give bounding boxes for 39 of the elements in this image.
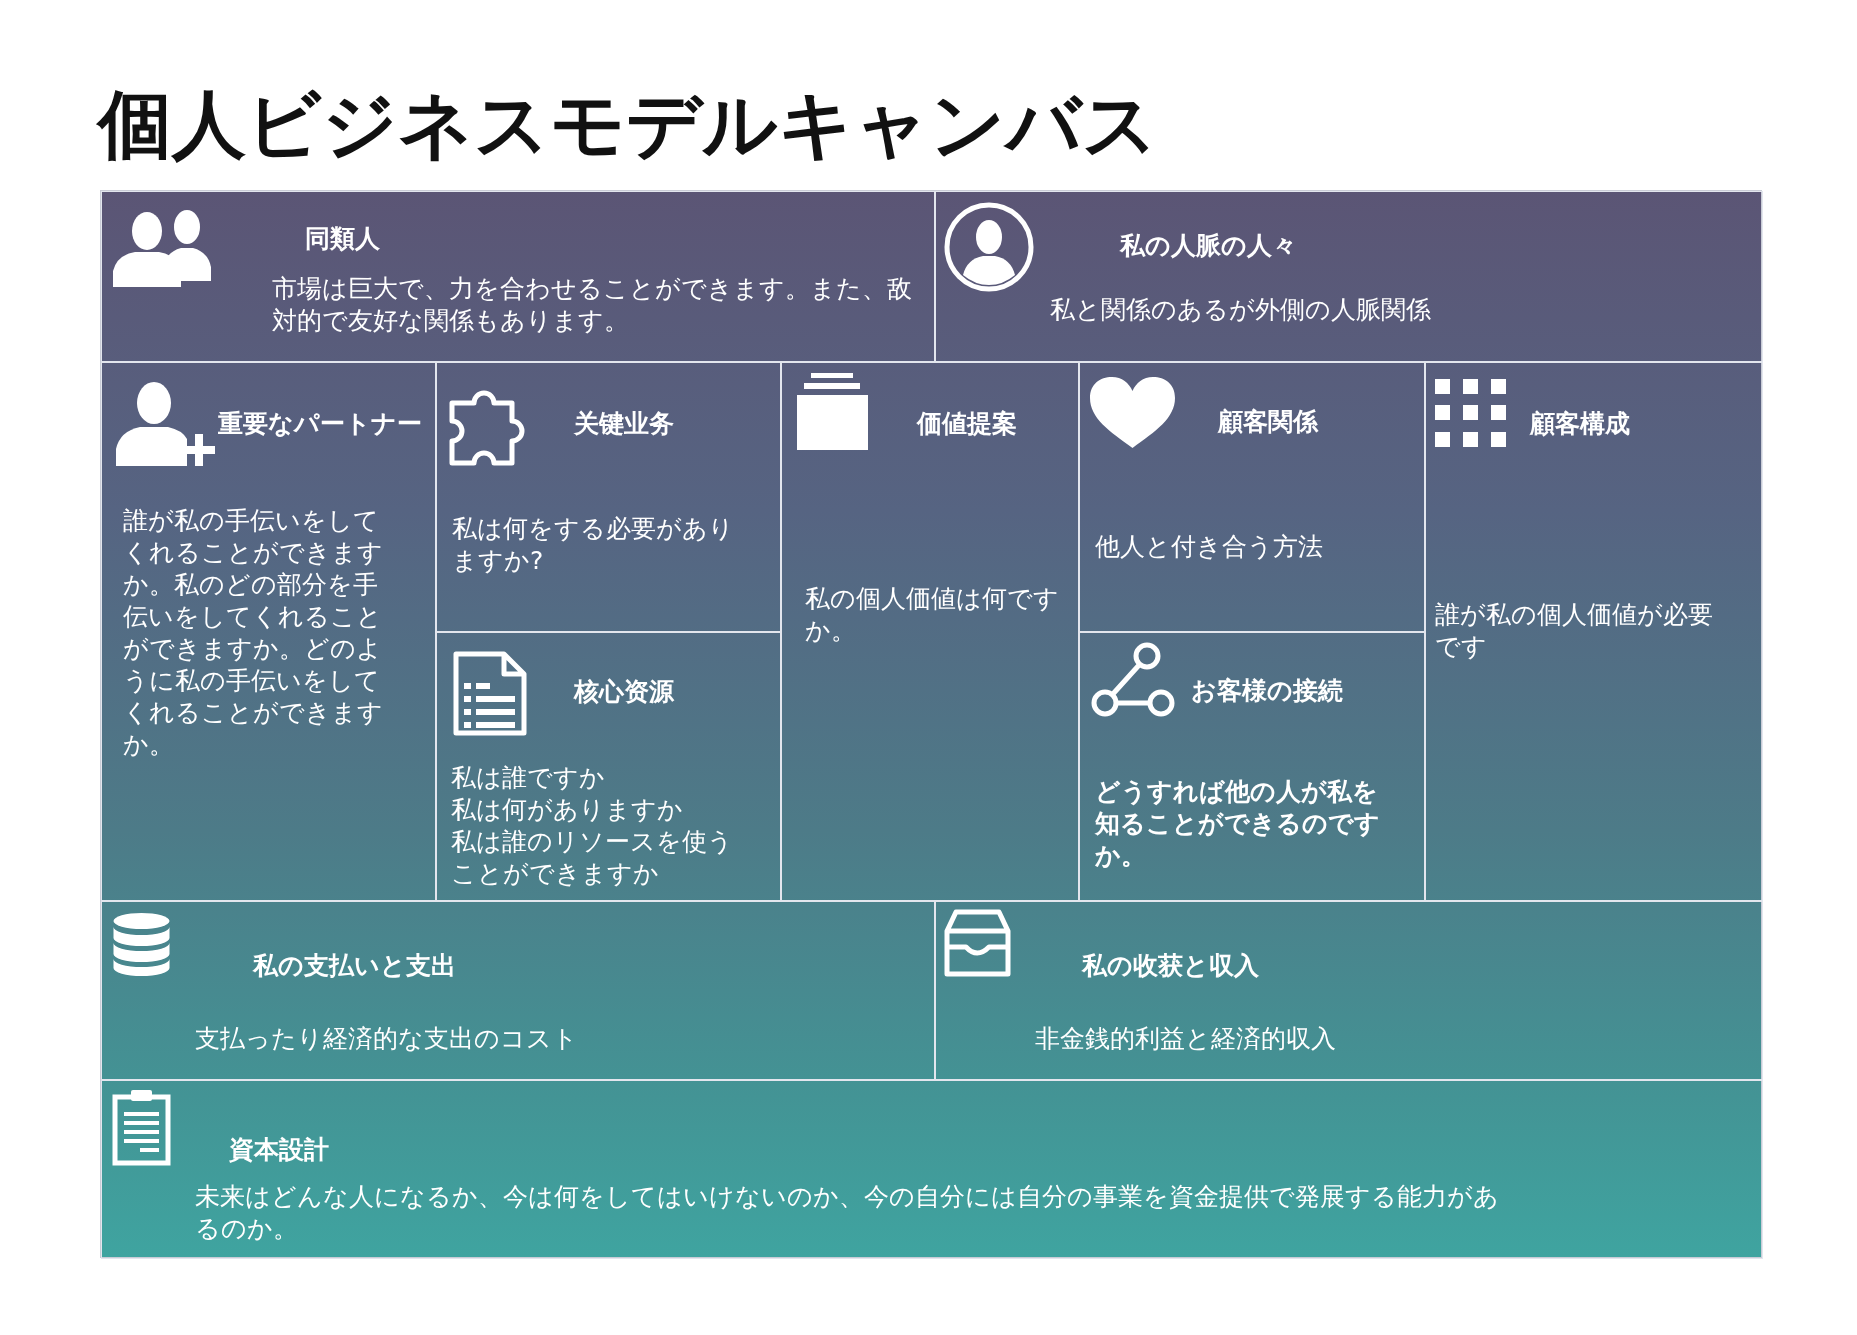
canvas-section xyxy=(1425,362,1763,901)
section-heading: 顧客関係 xyxy=(1218,407,1318,437)
section-text: 他人と付き合う方法 xyxy=(1095,531,1324,563)
section-heading: 核心资源 xyxy=(574,677,674,707)
canvas-section xyxy=(101,362,436,901)
section-heading: 重要なパートナー xyxy=(218,409,422,439)
canvas-section xyxy=(101,901,935,1080)
page-title: 個人ビジネスモデルキャンバス xyxy=(98,82,1158,166)
section-heading: 同類人 xyxy=(305,224,380,254)
section-text: 私は何をする必要がありますか? xyxy=(452,513,735,577)
section-text: 非金銭的利益と経済的収入 xyxy=(1035,1023,1337,1055)
section-text: 私は誰ですか xyxy=(451,762,606,794)
canvas-section xyxy=(935,191,1763,362)
canvas-section xyxy=(1079,362,1425,632)
section-heading: 关键业务 xyxy=(574,409,674,439)
section-heading: 私の收获と収入 xyxy=(1082,951,1259,981)
section-text: 私は何がありますか xyxy=(451,794,684,826)
section-text: 支払ったり経済的な支出のコスト xyxy=(195,1023,579,1055)
canvas-section xyxy=(1079,632,1425,901)
section-heading: 私の支払いと支出 xyxy=(253,951,456,981)
section-text: 未来はどんな人になるか、今は何をしてはいけないのか、今の自分には自分の事業を資金提供で発展する能力があるのか。 xyxy=(195,1181,1500,1245)
section-text: 誰が私の個人価値が必要です xyxy=(1435,599,1714,663)
section-heading: お客様の接続 xyxy=(1191,676,1343,706)
section-heading: 資本設計 xyxy=(229,1135,329,1165)
section-heading: 顧客構成 xyxy=(1530,409,1630,439)
section-text: 私は誰のリソースを使うことができますか xyxy=(451,826,734,890)
section-text: 市場は巨大で、力を合わせることができます。また、敌対的で友好な関係もあります。 xyxy=(272,273,913,337)
section-text: 私の個人価値は何ですか。 xyxy=(805,583,1060,647)
canvas-section xyxy=(935,901,1763,1080)
section-heading: 価値提案 xyxy=(917,409,1017,439)
section-text: 私と関係のあるが外側の人脈関係 xyxy=(1050,294,1432,326)
canvas-section xyxy=(781,362,1079,901)
section-heading: 私の人脈の人々 xyxy=(1120,231,1297,261)
canvas-section xyxy=(436,362,781,632)
section-text: 誰が私の手伝いをしてくれることができますか。私のどの部分を手伝いをしてくれることができますか。どのように私の手伝いをしてくれることができますか。 xyxy=(123,505,384,761)
section-text: どうすれば他の人が私を知ることができるのですか。 xyxy=(1095,776,1381,872)
canvas-section xyxy=(101,1080,1763,1259)
canvas-section xyxy=(101,191,935,362)
canvas-section xyxy=(436,632,781,901)
